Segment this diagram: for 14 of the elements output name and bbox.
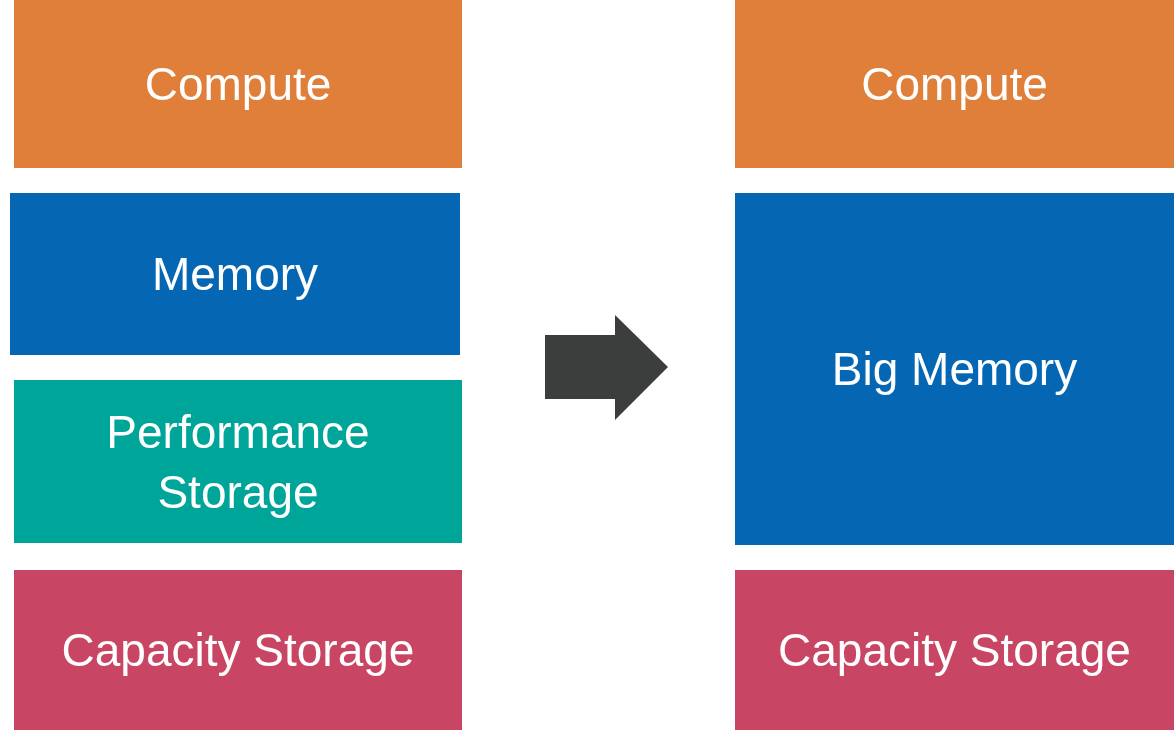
block-label: Capacity Storage — [61, 623, 415, 678]
block — [14, 380, 462, 543]
block-label: Capacity Storage — [778, 623, 1131, 678]
block-label: Big Memory — [831, 342, 1078, 397]
block-label: Performance Storage — [105, 404, 371, 520]
block-label: Memory — [151, 247, 319, 302]
block — [735, 0, 1174, 168]
block — [735, 193, 1174, 545]
block-label: Compute — [144, 57, 332, 112]
block — [14, 0, 462, 168]
block-label: Compute — [861, 57, 1048, 112]
block — [10, 193, 460, 355]
block — [735, 570, 1174, 730]
block — [14, 570, 462, 730]
